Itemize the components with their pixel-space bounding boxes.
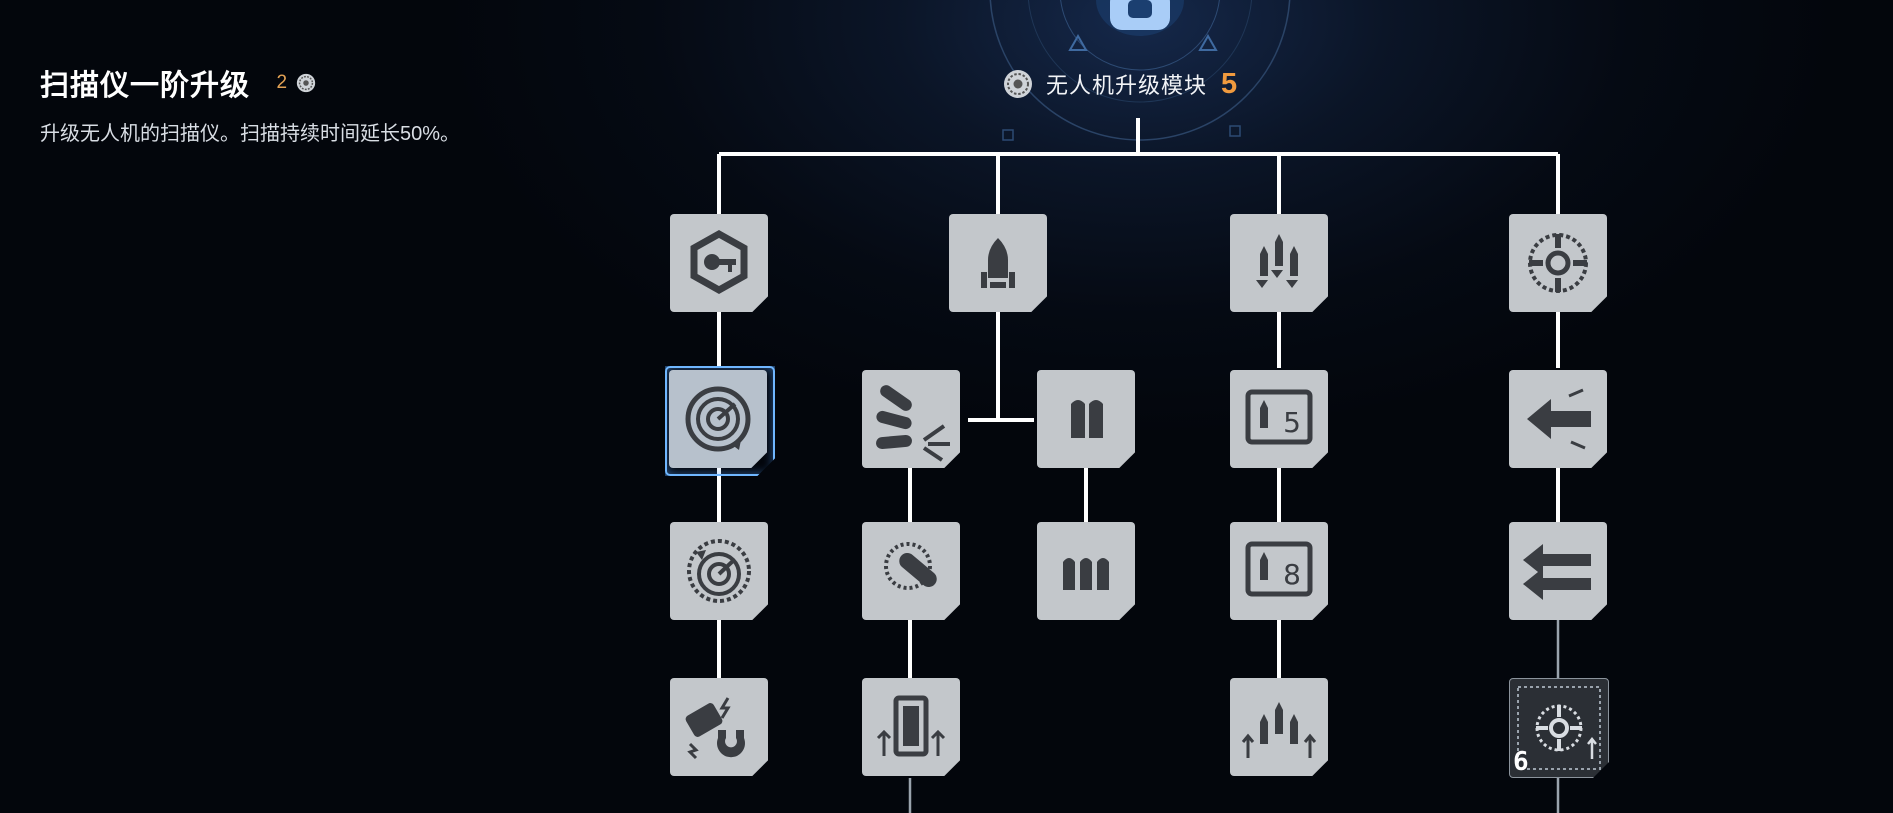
twin-bullets-icon [1071, 400, 1103, 438]
node-twin-bullets[interactable] [1037, 370, 1135, 468]
missile-capacity-8-value: 8 [1283, 558, 1301, 591]
node-missile-capacity-8[interactable]: 8 [1230, 522, 1328, 620]
node-target-reticle-upgrade-locked[interactable]: 6 [1509, 678, 1609, 778]
node-target-reticle[interactable] [1509, 214, 1607, 312]
node-radar-scan[interactable] [669, 370, 767, 468]
module-gear-icon [296, 73, 315, 93]
missile-cluster-icon [1256, 234, 1298, 288]
selected-node-highlight [665, 366, 775, 476]
node-spiked-shell[interactable] [862, 522, 960, 620]
node-rocket-shell[interactable] [949, 214, 1047, 312]
hub-emblem [989, 0, 1291, 141]
node-multi-rocket-barrage[interactable] [862, 370, 960, 468]
missile-capacity-5-value: 5 [1283, 406, 1301, 439]
upgrade-title: 扫描仪一阶升级 [40, 70, 251, 102]
missile-capacity-5-icon: 5 [1245, 389, 1313, 445]
node-key-hexagon[interactable] [670, 214, 768, 312]
target-reticle-icon [1528, 233, 1588, 293]
radar-scan-icon [685, 386, 751, 452]
node-radar-scan-extended[interactable] [670, 522, 768, 620]
spiked-shell-icon [884, 542, 937, 590]
rocket-shell-icon [981, 238, 1015, 288]
upgrade-cost: 2 [276, 72, 288, 93]
upgrade-info-panel: 扫描仪一阶升级 2 升级无人机的扫描仪。扫描持续时间延长50%。 [40, 62, 500, 151]
module-count: 5 [1221, 67, 1238, 100]
node-missile-cluster-upgrade[interactable] [1230, 678, 1328, 776]
capsule-boost-icon [876, 695, 946, 757]
drone-emblem-icon [1096, 0, 1184, 36]
triple-bullets-icon [1063, 558, 1109, 590]
double-speed-arrows-icon [1523, 544, 1591, 600]
node-missile-cluster[interactable] [1230, 214, 1328, 312]
node-capsule-boost[interactable] [862, 678, 960, 776]
node-magnet-lightning[interactable] [670, 678, 768, 776]
module-label: 无人机升级模块 [1046, 73, 1208, 98]
module-gear-icon [1004, 70, 1032, 98]
radar-scan-extended-icon [687, 539, 751, 603]
locked-node-cost: 6 [1513, 747, 1529, 777]
node-missile-capacity-5[interactable]: 5 [1230, 370, 1328, 468]
module-counter: 无人机升级模块 5 [1002, 66, 1237, 102]
missile-cluster-upgrade-icon [1241, 702, 1317, 758]
speed-arrows-icon [1527, 388, 1591, 450]
node-triple-bullets[interactable] [1037, 522, 1135, 620]
node-double-speed-arrows[interactable] [1509, 522, 1607, 620]
magnet-lightning-icon [685, 697, 745, 760]
node-speed-arrows[interactable] [1509, 370, 1607, 468]
target-reticle-upgrade-icon [1517, 686, 1601, 770]
missile-capacity-8-icon: 8 [1245, 541, 1313, 597]
upgrade-description: 升级无人机的扫描仪。扫描持续时间延长50%。 [40, 123, 461, 145]
multi-rocket-barrage-icon [876, 385, 950, 462]
key-hexagon-icon [690, 229, 748, 295]
